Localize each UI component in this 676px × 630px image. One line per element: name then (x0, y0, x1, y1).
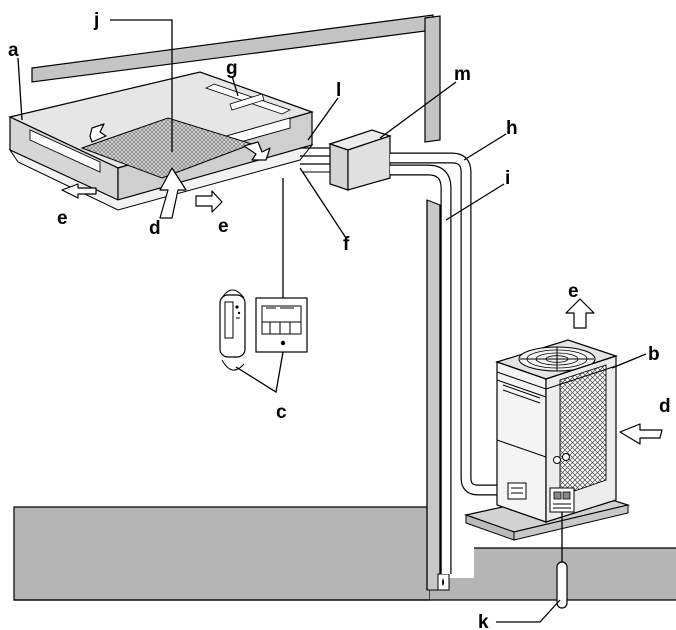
label-a: a (8, 40, 19, 61)
ceiling (31, 14, 441, 143)
callout-labels: a j g l m h i e d e f e b d c k (8, 10, 671, 630)
wired-remote-controller (255, 297, 308, 353)
outdoor-exhaust-arrow-icon (565, 298, 595, 329)
label-k: k (478, 612, 489, 630)
leader-lines (17, 19, 647, 623)
discharge-arrow-right-icon (243, 141, 271, 161)
branch-box (328, 129, 392, 191)
label-f: f (343, 234, 350, 255)
air-outlet-arrow-center-icon (195, 190, 223, 213)
label-h: h (506, 118, 518, 139)
label-e-outdoor: e (568, 281, 579, 302)
outdoor-intake-arrow-icon (619, 423, 663, 445)
label-d-indoor: d (149, 218, 161, 239)
air-outlet-arrow-left-icon (61, 183, 97, 199)
label-b: b (648, 344, 660, 365)
refrigerant-piping (390, 152, 510, 574)
air-inlet-arrow-icon (159, 167, 187, 219)
label-d-outdoor: d (659, 396, 671, 417)
label-g: g (226, 58, 238, 79)
outdoor-unit (463, 339, 631, 541)
label-j: j (93, 10, 99, 31)
label-l: l (336, 80, 341, 101)
floor-slab (13, 506, 676, 601)
label-m: m (454, 64, 471, 85)
building-wall (426, 199, 450, 591)
earth-ground-rod (556, 512, 568, 609)
label-e-center: e (218, 216, 229, 237)
label-i: i (505, 168, 510, 189)
label-c: c (276, 402, 287, 423)
wireless-remote-controller (219, 289, 246, 371)
discharge-arrow-left-icon (89, 123, 107, 143)
label-e-left: e (57, 208, 68, 229)
